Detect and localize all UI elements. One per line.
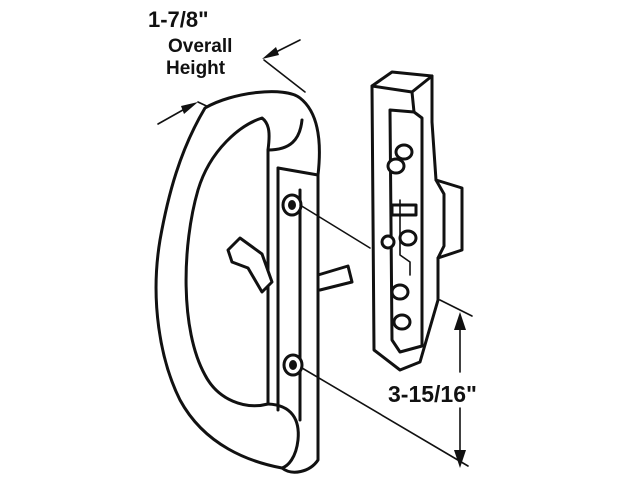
overall-label-line2: Height — [166, 58, 226, 79]
handle-outline — [154, 90, 321, 474]
mortise-tab — [434, 178, 446, 260]
extension-line-upper — [263, 59, 306, 93]
overall-label-line1: Overall — [168, 36, 232, 57]
handle-pull — [154, 90, 354, 474]
extension-line-top — [439, 299, 473, 317]
upper-screw-line — [299, 204, 371, 249]
dimension-arrowhead-lower — [181, 102, 198, 114]
hole-spacing-label: 3-15/16" — [388, 381, 477, 407]
handle-inner-opening — [184, 116, 271, 408]
handle-top-edge — [276, 166, 320, 177]
upper-screw-hole — [281, 193, 303, 217]
lower-screw-hole — [282, 353, 304, 377]
handle-top-grip — [266, 118, 304, 152]
latch-lever — [226, 236, 274, 294]
mortise-outline — [370, 70, 464, 372]
mortise-inner-channel — [388, 108, 424, 354]
spacing-arrowhead-lower — [454, 450, 466, 468]
mortise-plate — [370, 70, 464, 372]
mortise-pins — [380, 143, 418, 331]
width-dimension-label: 1-7/8" — [148, 7, 209, 32]
spindle-tail — [316, 264, 354, 292]
handle-bottom-grip — [266, 402, 300, 470]
spacing-arrowhead-upper — [454, 312, 466, 330]
mortise-top-inner — [410, 90, 416, 114]
dimension-arrowhead-upper — [262, 47, 279, 59]
hole-spacing-dimension: 3-15/16" — [388, 299, 477, 468]
lower-screw-line — [301, 367, 469, 467]
